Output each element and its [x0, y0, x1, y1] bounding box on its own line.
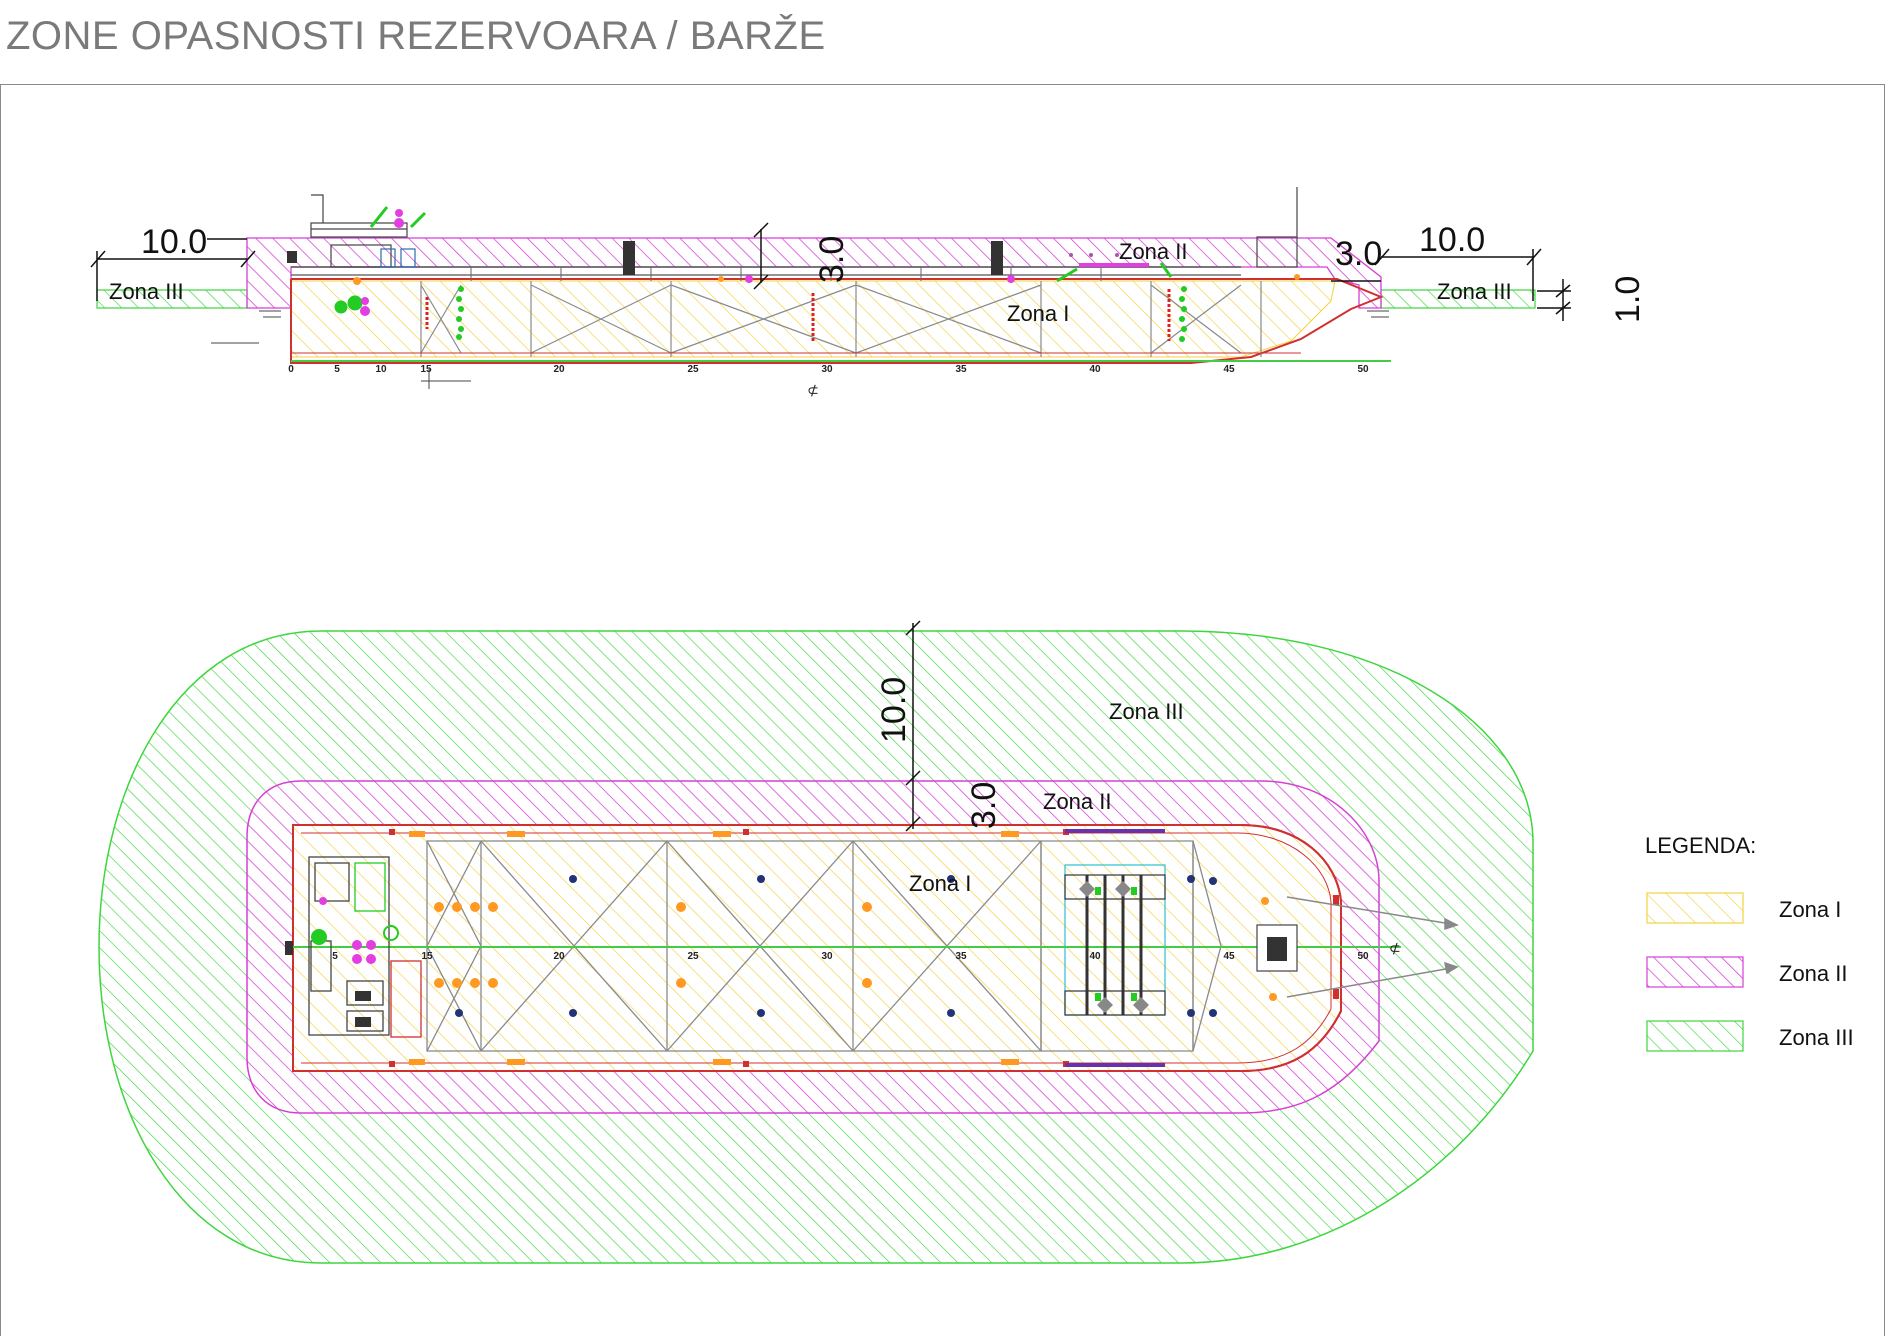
dim-side-left: 10.0: [141, 223, 207, 261]
dim-plan-inner: 3.0: [965, 782, 1003, 829]
legend-swatch-zone2: [1646, 956, 1744, 988]
plan-label-zone3: Zona III: [1109, 699, 1184, 724]
side-label-zone2: Zona II: [1119, 239, 1187, 264]
plan-frame-number: 45: [1223, 951, 1235, 962]
legend-heading: LEGENDA:: [1645, 833, 1756, 858]
side-label-zone3-left: Zona III: [109, 279, 184, 304]
frame-number: 50: [1357, 364, 1369, 375]
frame-number: 30: [821, 364, 833, 375]
dim-side-depth: 1.0: [1609, 276, 1647, 323]
frame-number: 0: [288, 364, 294, 375]
page-title: ZONE OPASNOSTI REZERVOARA / BARŽE: [6, 14, 826, 58]
drawing-frame: 0 5 10 15 20 25 30 35 40 45 50 ⊄: [0, 84, 1885, 1336]
plan-frame-number: 15: [421, 951, 433, 962]
centerline-symbol: ⊄: [807, 382, 819, 398]
plan-frame-number: 40: [1089, 951, 1101, 962]
plan-frame-number: 30: [821, 951, 833, 962]
legend: LEGENDA: Zona I Zona II Zona III: [1645, 833, 1854, 1052]
frame-number: 25: [687, 364, 699, 375]
frame-number: 15: [420, 364, 432, 375]
barge-drawing: 0 5 10 15 20 25 30 35 40 45 50 ⊄: [90, 187, 1854, 1264]
dim-side-bow: 3.0: [1335, 235, 1382, 273]
dim-side-right: 10.0: [1419, 221, 1485, 259]
side-view: 0 5 10 15 20 25 30 35 40 45 50 ⊄: [90, 187, 1647, 398]
frame-number: 45: [1223, 364, 1235, 375]
plan-view: 5 15 20 25 30 35 40 45 50 ⊄ 10.0 3.0 Zon…: [98, 620, 1534, 1264]
frame-number: 10: [375, 364, 387, 375]
side-hull: [290, 278, 1384, 364]
plan-centerline-symbol: ⊄: [1389, 940, 1401, 956]
plan-frame-number: 20: [553, 951, 565, 962]
legend-swatch-zone1: [1646, 892, 1744, 924]
dim-plan-outer: 10.0: [875, 677, 913, 743]
frame-number: 40: [1089, 364, 1101, 375]
frame-number: 35: [955, 364, 967, 375]
legend-label-zone1: Zona I: [1779, 897, 1841, 922]
plan-label-zone2: Zona II: [1043, 789, 1111, 814]
side-label-zone1: Zona I: [1007, 301, 1069, 326]
frame-number: 5: [334, 364, 340, 375]
frame-number: 20: [553, 364, 565, 375]
dim-side-height: 3.0: [813, 236, 851, 283]
legend-swatch-zone3: [1646, 1020, 1744, 1052]
side-zone2-band: [246, 237, 1382, 309]
plan-label-zone1: Zona I: [909, 871, 971, 896]
side-label-zone3-right: Zona III: [1437, 279, 1512, 304]
plan-frame-number: 5: [332, 951, 338, 962]
plan-frame-number: 35: [955, 951, 967, 962]
plan-frame-number: 25: [687, 951, 699, 962]
legend-label-zone3: Zona III: [1779, 1025, 1854, 1050]
plan-frame-number: 50: [1357, 951, 1369, 962]
legend-label-zone2: Zona II: [1779, 961, 1847, 986]
